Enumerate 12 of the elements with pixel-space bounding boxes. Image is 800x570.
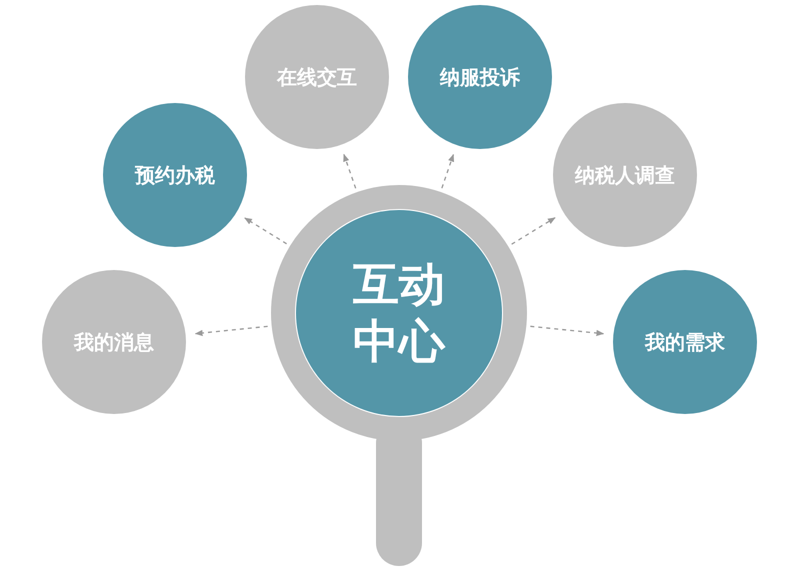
dashed-arrow [194,326,268,336]
topic-circle: 预约办税 [103,103,247,247]
dashed-arrow [511,217,556,245]
topic-circle: 纳税人调查 [553,103,697,247]
dashed-arrow [441,154,454,188]
dashed-arrow [244,217,287,244]
topic-circle: 我的消息 [42,270,186,414]
topic-circle: 我的需求 [613,270,757,414]
topic-circle: 在线交互 [245,5,389,149]
dashed-arrow [343,154,356,189]
topic-circle: 纳服投诉 [408,5,552,149]
dashed-arrow [530,326,604,336]
